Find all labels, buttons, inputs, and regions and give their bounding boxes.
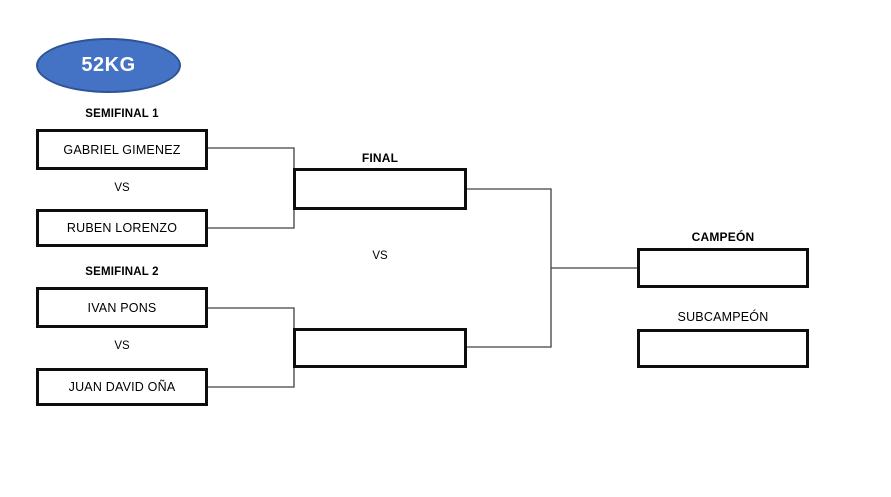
champion-title: CAMPEÓN bbox=[691, 230, 755, 244]
weight-class-badge: 52KG bbox=[36, 38, 181, 93]
semifinal2-competitor1-box: IVAN PONS bbox=[36, 287, 208, 328]
final-slot2-box bbox=[293, 328, 467, 368]
semifinal1-vs-label: VS bbox=[114, 182, 130, 194]
semifinal1-competitor2-name: RUBEN LORENZO bbox=[66, 221, 178, 235]
final-vs-label: VS bbox=[372, 250, 388, 262]
final-title: FINAL bbox=[361, 151, 399, 165]
connector-semifinal2 bbox=[208, 307, 295, 388]
champion-box bbox=[637, 248, 809, 288]
connector-semifinal1 bbox=[208, 147, 295, 229]
semifinal2-vs-label: VS bbox=[114, 340, 130, 352]
semifinal2-competitor1-name: IVAN PONS bbox=[87, 300, 157, 315]
semifinal2-title: SEMIFINAL 2 bbox=[85, 266, 159, 278]
semifinal2-competitor2-name: JUAN DAVID OÑA bbox=[68, 380, 176, 394]
semifinal2-competitor2-box: JUAN DAVID OÑA bbox=[36, 368, 208, 406]
semifinal1-competitor1-box: GABRIEL GIMENEZ bbox=[36, 129, 208, 170]
final-slot1-box bbox=[293, 168, 467, 210]
runnerup-title: SUBCAMPEÓN bbox=[677, 310, 769, 324]
semifinal1-title: SEMIFINAL 1 bbox=[85, 108, 159, 120]
semifinal1-competitor2-box: RUBEN LORENZO bbox=[36, 209, 208, 247]
runnerup-box bbox=[637, 329, 809, 368]
weight-class-label: 52KG bbox=[81, 54, 136, 76]
semifinal1-competitor1-name: GABRIEL GIMENEZ bbox=[63, 142, 181, 157]
connector-final bbox=[467, 188, 552, 348]
